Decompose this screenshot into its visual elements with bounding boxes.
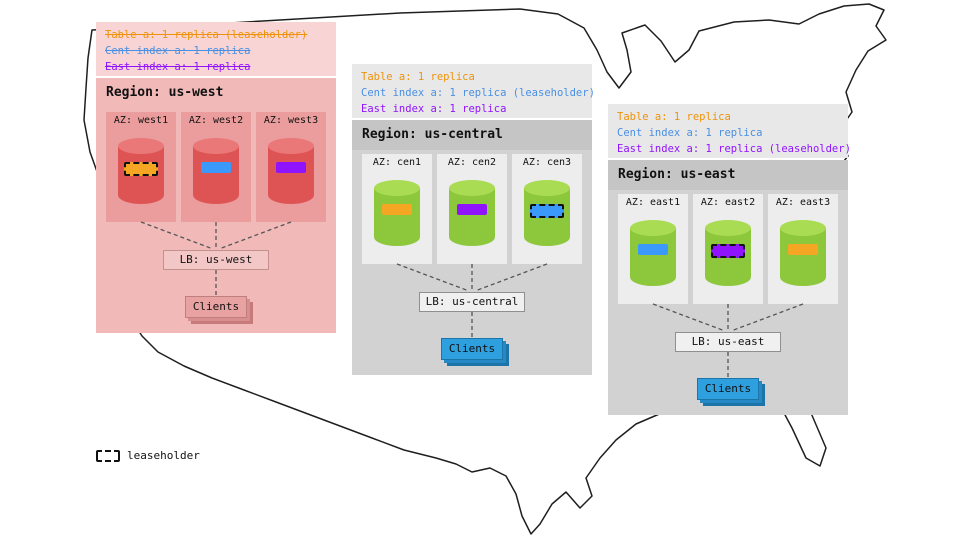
load-balancer-us-east: LB: us-east	[675, 332, 781, 352]
cylinder-top-icon	[630, 220, 676, 236]
annotation-table-replica: Table a: 1 replica	[361, 71, 475, 83]
database-cylinder-cen1	[374, 180, 420, 246]
az-east2: AZ: east2	[693, 194, 763, 304]
database-cylinder-east1	[630, 220, 676, 286]
az-west1: AZ: west1	[106, 112, 176, 222]
annotation-east-index-replica: East index a: 1 replica	[105, 61, 251, 73]
cylinder-top-icon	[705, 220, 751, 236]
replica-chip-east3	[788, 244, 818, 255]
az-west3: AZ: west3	[256, 112, 326, 222]
cylinder-top-icon	[780, 220, 826, 236]
database-cylinder-cen2	[449, 180, 495, 246]
annotation-cent-index-replica: Cent index a: 1 replica	[617, 127, 763, 139]
annotation-east-index-replica: East index a: 1 replica	[361, 103, 507, 115]
cylinder-top-icon	[374, 180, 420, 196]
az-east3: AZ: east3	[768, 194, 838, 304]
annotation-box-us-central: Table a: 1 replica Cent index a: 1 repli…	[352, 64, 595, 118]
replica-chip-cen2	[457, 204, 487, 215]
az-cen3: AZ: cen3	[512, 154, 582, 264]
cylinder-top-icon	[449, 180, 495, 196]
load-balancer-us-central: LB: us-central	[419, 292, 525, 312]
replica-chip-west2	[201, 162, 231, 173]
annotation-box-us-west: Table a: 1 replica (leaseholder) Cent in…	[96, 22, 336, 76]
az-label-west2: AZ: west2	[188, 115, 244, 126]
az-label-cen2: AZ: cen2	[447, 157, 497, 168]
cylinder-body-icon	[780, 228, 826, 286]
legend-label: leaseholder	[127, 449, 200, 462]
region-title-us-west: Region: us-west	[106, 85, 224, 100]
az-west2: AZ: west2	[181, 112, 251, 222]
cylinder-top-icon	[524, 180, 570, 196]
load-balancer-us-west: LB: us-west	[163, 250, 269, 270]
cylinder-top-icon	[118, 138, 164, 154]
cylinder-body-icon	[449, 188, 495, 246]
annotation-table-replica: Table a: 1 replica (leaseholder)	[105, 29, 308, 41]
region-box-us-west: Region: us-west AZ: west1 AZ: west2 AZ	[96, 78, 336, 333]
az-label-west3: AZ: west3	[263, 115, 319, 126]
annotation-table-replica: Table a: 1 replica	[617, 111, 731, 123]
clients-us-central: Clients	[441, 338, 503, 360]
database-cylinder-west3	[268, 138, 314, 204]
clients-us-west: Clients	[185, 296, 247, 318]
az-label-west1: AZ: west1	[113, 115, 169, 126]
cylinder-body-icon	[630, 228, 676, 286]
az-label-east1: AZ: east1	[625, 197, 681, 208]
region-box-us-central: Region: us-central AZ: cen1 AZ: cen2 A	[352, 120, 592, 375]
annotation-cent-index-replica: Cent index a: 1 replica (leaseholder)	[361, 87, 595, 99]
database-cylinder-cen3	[524, 180, 570, 246]
replica-chip-east2	[711, 244, 745, 258]
legend: leaseholder	[96, 449, 200, 462]
region-panel-us-west: Table a: 1 replica (leaseholder) Cent in…	[96, 22, 336, 333]
annotation-east-index-replica: East index a: 1 replica (leaseholder)	[617, 143, 851, 155]
cylinder-body-icon	[193, 146, 239, 204]
replica-chip-west1	[124, 162, 158, 176]
az-cen2: AZ: cen2	[437, 154, 507, 264]
cylinder-top-icon	[193, 138, 239, 154]
region-box-us-east: Region: us-east AZ: east1 AZ: east2 AZ	[608, 160, 848, 415]
database-cylinder-east2	[705, 220, 751, 286]
annotation-cent-index-replica: Cent index a: 1 replica	[105, 45, 251, 57]
database-cylinder-east3	[780, 220, 826, 286]
clients-us-east: Clients	[697, 378, 759, 400]
region-panel-us-central: Table a: 1 replica Cent index a: 1 repli…	[352, 64, 595, 375]
database-cylinder-west1	[118, 138, 164, 204]
cylinder-top-icon	[268, 138, 314, 154]
replica-chip-east1	[638, 244, 668, 255]
replica-chip-cen1	[382, 204, 412, 215]
leaseholder-dashed-swatch-icon	[96, 449, 120, 462]
az-label-cen3: AZ: cen3	[522, 157, 572, 168]
cylinder-body-icon	[268, 146, 314, 204]
annotation-box-us-east: Table a: 1 replica Cent index a: 1 repli…	[608, 104, 851, 158]
region-panel-us-east: Table a: 1 replica Cent index a: 1 repli…	[608, 104, 851, 415]
region-title-us-central: Region: us-central	[352, 120, 592, 150]
replica-chip-west3	[276, 162, 306, 173]
az-label-cen1: AZ: cen1	[372, 157, 422, 168]
database-cylinder-west2	[193, 138, 239, 204]
az-east1: AZ: east1	[618, 194, 688, 304]
region-title-us-east: Region: us-east	[608, 160, 848, 190]
az-label-east3: AZ: east3	[775, 197, 831, 208]
cylinder-body-icon	[374, 188, 420, 246]
az-cen1: AZ: cen1	[362, 154, 432, 264]
az-label-east2: AZ: east2	[700, 197, 756, 208]
replica-chip-cen3	[530, 204, 564, 218]
